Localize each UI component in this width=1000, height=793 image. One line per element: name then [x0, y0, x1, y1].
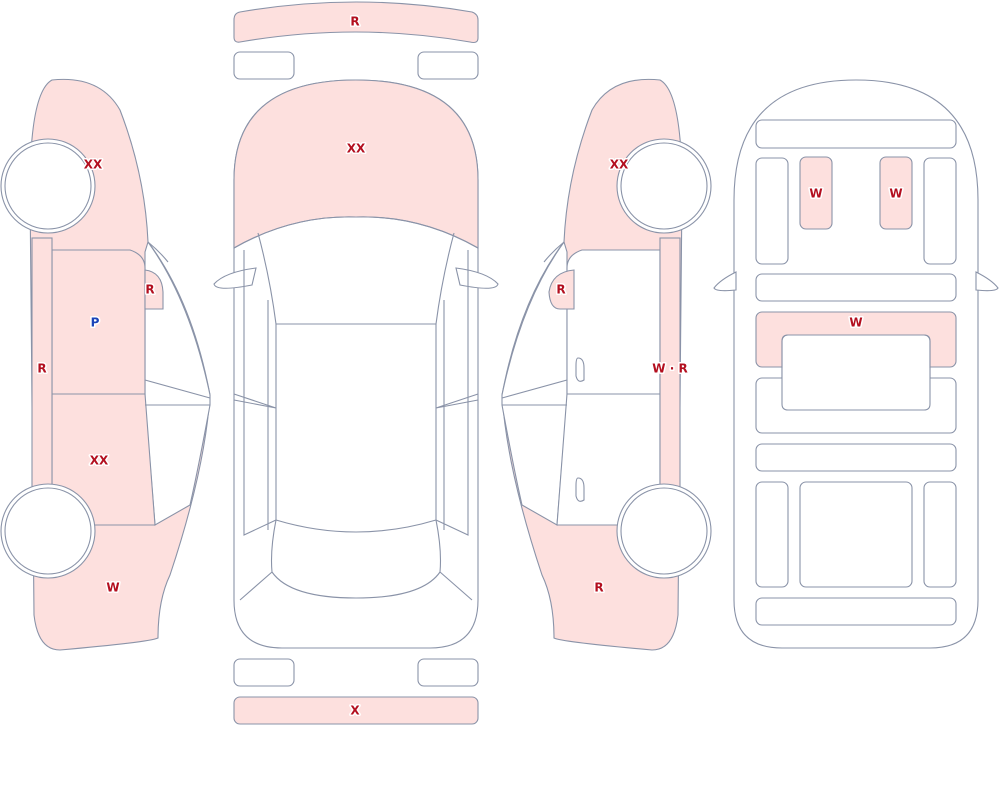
right-rear-wheel: [616, 483, 712, 579]
left-front-wheel-inner: [4, 142, 92, 230]
left-mirror-shape[interactable]: [144, 269, 164, 310]
right-taillight: [417, 658, 479, 687]
left-mirror-code[interactable]: R: [144, 281, 156, 298]
right-side-view: [501, 78, 712, 651]
front-seat-base: [755, 273, 957, 302]
left-rear-wheel: [0, 483, 96, 579]
right-rear-wheel-inner: [620, 487, 708, 575]
interior-console-code[interactable]: W: [848, 314, 864, 331]
dashboard: [755, 119, 957, 149]
right-headlight: [417, 51, 479, 80]
left-front-door-panel[interactable]: [51, 249, 146, 395]
right-door-handle-rear: [575, 477, 585, 502]
interior-seat-left-code[interactable]: W: [808, 185, 824, 202]
right-front-wheel: [616, 138, 712, 234]
left-front-door-code[interactable]: P: [89, 314, 101, 331]
left-rear-wheel-inner: [4, 487, 92, 575]
right-front-fender-code[interactable]: XX: [608, 156, 630, 173]
left-front-wheel: [0, 138, 96, 234]
right-door-trim-rear: [923, 481, 957, 588]
right-front-wheel-inner: [620, 142, 708, 230]
right-pillar-lines: [501, 241, 568, 406]
rear-seat-base: [755, 443, 957, 472]
right-door-handle-front: [575, 357, 585, 382]
right-mirror-shape[interactable]: [548, 269, 575, 310]
left-door-trim-rear: [755, 481, 789, 588]
rear-bumper-shape[interactable]: [233, 696, 479, 725]
left-rocker-code[interactable]: R: [36, 360, 48, 377]
right-mirror-code[interactable]: R: [555, 281, 567, 298]
left-front-fender-code[interactable]: XX: [82, 156, 104, 173]
right-doors-panel: [556, 249, 661, 526]
rear-shelf: [755, 597, 957, 626]
front-right-seat[interactable]: [879, 156, 913, 230]
left-side-mirror-top: [213, 267, 257, 289]
front-left-seat[interactable]: [799, 156, 833, 230]
middle-row-cover: [782, 368, 930, 410]
left-headlight: [233, 51, 295, 80]
left-pillar-lines: [144, 241, 211, 406]
interior-left-mirror: [713, 271, 737, 292]
side-window-lines: [233, 250, 479, 536]
rear-window-lines: [239, 519, 473, 601]
interior-seat-right-code[interactable]: W: [888, 185, 904, 202]
front-bumper-shape[interactable]: [233, 1, 479, 44]
right-rocker-code[interactable]: W · R: [651, 360, 689, 377]
windshield-lines: [233, 216, 479, 325]
console-panel-outline: [781, 334, 931, 411]
rear-bumper-code[interactable]: X: [349, 702, 362, 719]
rear-seat: [799, 481, 913, 588]
left-side-view: [0, 78, 211, 651]
interior-right-mirror: [975, 271, 999, 292]
roof-panel: [275, 324, 437, 533]
left-taillight: [233, 658, 295, 687]
right-side-mirror-top: [455, 267, 499, 289]
interior-view: [713, 79, 999, 649]
left-rear-door-code[interactable]: XX: [88, 452, 110, 469]
left-rear-quarter-code[interactable]: W: [105, 579, 121, 596]
hood-code[interactable]: XX: [345, 140, 367, 157]
left-door-trim-front: [755, 157, 789, 265]
right-rear-quarter-code[interactable]: R: [593, 579, 605, 596]
top-view: [213, 1, 499, 725]
damage-labels: R XX X XX R P R XX W XX R W · R R W W W: [36, 13, 904, 719]
right-door-trim-front: [923, 157, 957, 265]
front-bumper-code[interactable]: R: [349, 13, 361, 30]
